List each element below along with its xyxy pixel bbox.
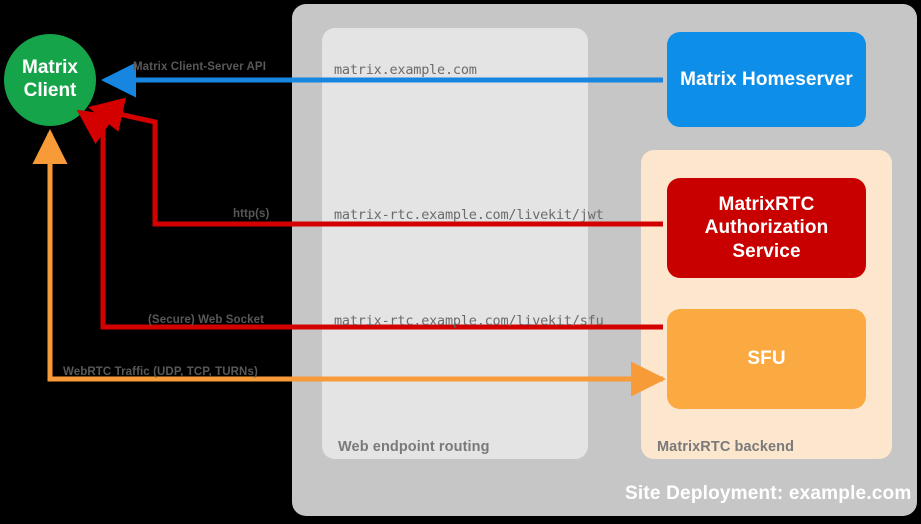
site-deployment-caption: Site Deployment: example.com xyxy=(625,483,912,504)
route-label-jwt-endpoint: matrix-rtc.example.com/livekit/jwt xyxy=(334,207,604,223)
route-label-matrix-domain: matrix.example.com xyxy=(334,62,477,78)
sfu-node[interactable] xyxy=(667,309,866,409)
edge-label-websocket: (Secure) Web Socket xyxy=(148,314,265,326)
matrix-client-node[interactable] xyxy=(4,34,96,126)
edge-webrtc xyxy=(32,128,663,382)
matrixrtc-backend-caption: MatrixRTC backend xyxy=(657,439,795,455)
web-endpoint-routing-caption: Web endpoint routing xyxy=(338,439,490,455)
edge-label-client-server-api: Matrix Client-Server API xyxy=(133,61,266,73)
web-endpoint-routing-container xyxy=(322,28,588,459)
edge-websocket xyxy=(76,109,663,330)
edge-jwt xyxy=(88,97,663,227)
matrix-homeserver-node[interactable] xyxy=(667,32,866,127)
route-label-sfu-endpoint: matrix-rtc.example.com/livekit/sfu xyxy=(334,313,604,329)
matrixrtc-authorization-service-node[interactable] xyxy=(667,178,866,278)
edge-label-http: http(s) xyxy=(233,208,270,220)
edge-label-webrtc: WebRTC Traffic (UDP, TCP, TURNs) xyxy=(63,366,258,378)
